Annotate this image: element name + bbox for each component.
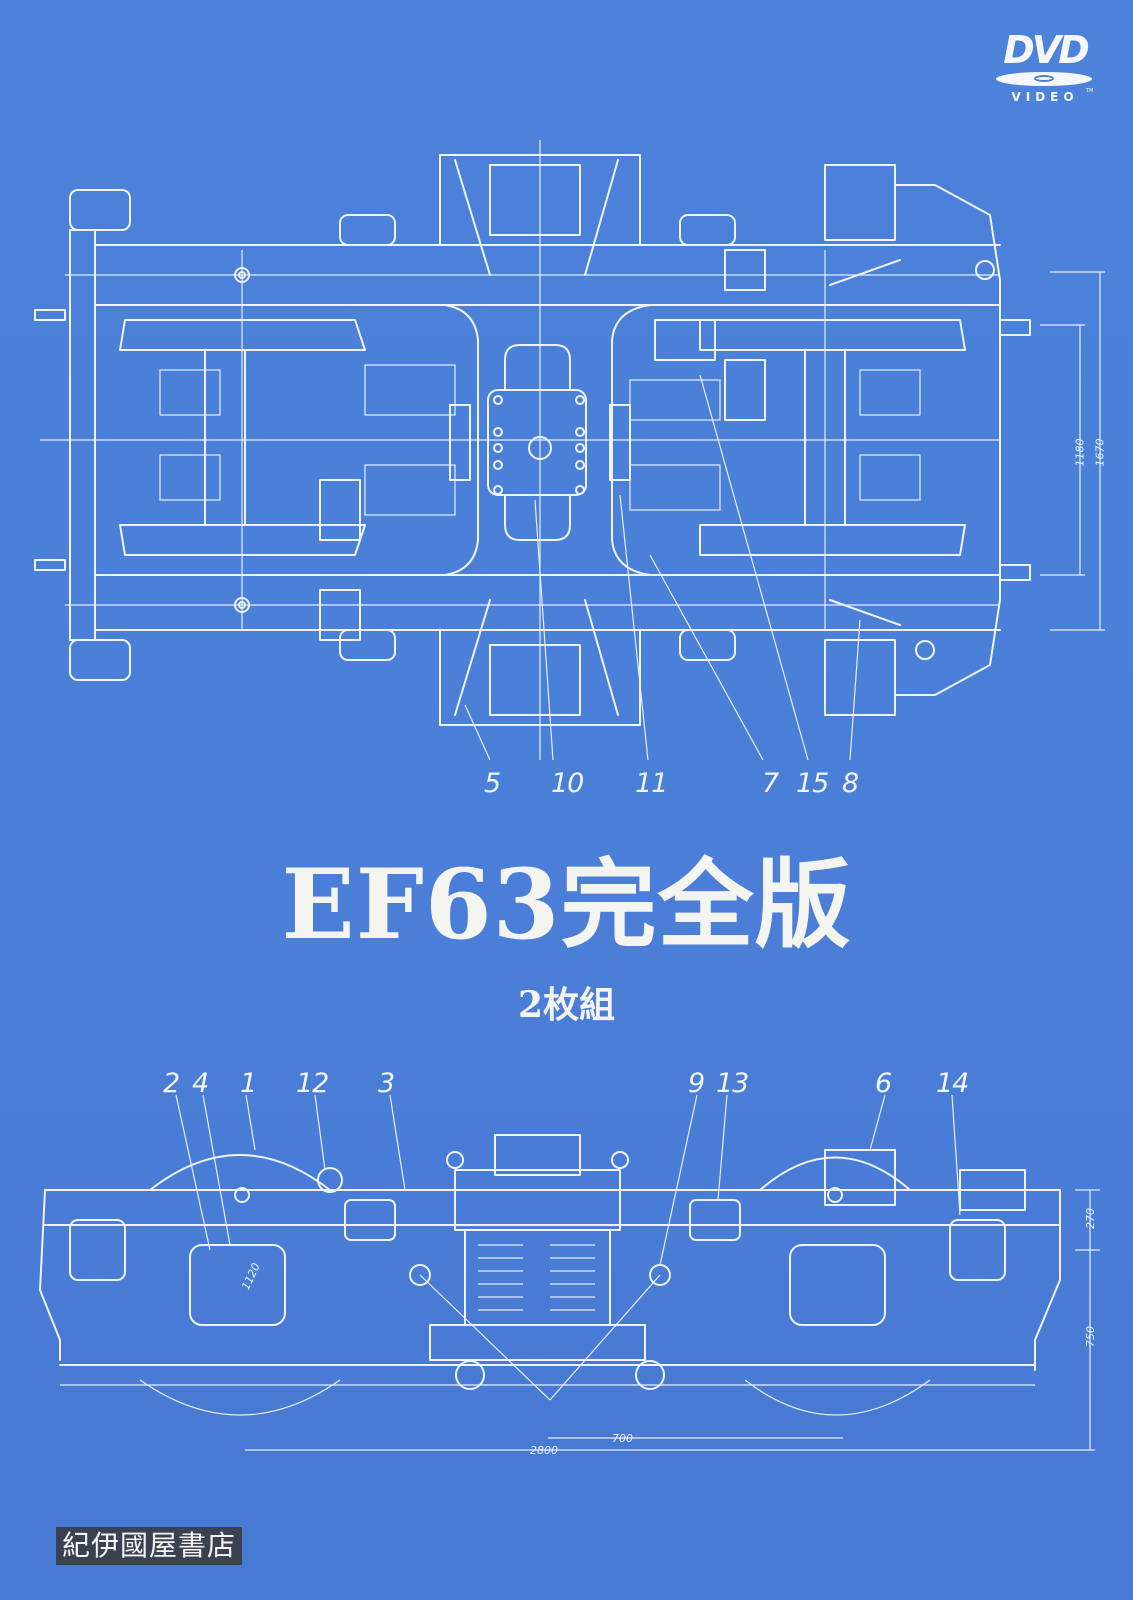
trademark-mark: TM bbox=[1086, 88, 1094, 94]
callout-10: 10 bbox=[551, 768, 584, 799]
bottom-blueprint-side-view bbox=[0, 1060, 1133, 1520]
callout-2: 2 bbox=[163, 1068, 180, 1099]
callout-14: 14 bbox=[936, 1068, 969, 1099]
publisher-logo: 紀伊國屋書店 bbox=[56, 1527, 243, 1565]
callout-12: 12 bbox=[296, 1068, 329, 1099]
disc-hole-icon bbox=[1034, 75, 1054, 82]
cover-title: EF63完全版 bbox=[281, 848, 852, 961]
cover-subtitle: 2枚組 bbox=[517, 984, 616, 1026]
callout-6: 6 bbox=[875, 1068, 892, 1099]
callout-11: 11 bbox=[635, 768, 668, 799]
dimension-750: 750 bbox=[1084, 1326, 1097, 1347]
dvd-logo-subtext: VIDEO bbox=[1011, 90, 1079, 104]
callout-15: 15 bbox=[796, 768, 829, 799]
dimension-700: 700 bbox=[612, 1432, 633, 1445]
dvd-video-logo-icon: DVD VIDEO TM bbox=[990, 30, 1100, 110]
dimension-270: 270 bbox=[1084, 1208, 1097, 1229]
callout-8: 8 bbox=[842, 768, 859, 799]
dimension-1180: 1180 bbox=[1073, 438, 1087, 467]
callout-9: 9 bbox=[688, 1068, 705, 1099]
callout-4: 4 bbox=[192, 1068, 209, 1099]
callout-5: 5 bbox=[484, 768, 501, 799]
dimension-2800: 2800 bbox=[530, 1444, 558, 1457]
callout-3: 3 bbox=[378, 1068, 395, 1099]
callout-7: 7 bbox=[762, 768, 779, 799]
dvd-logo-text: DVD bbox=[1003, 28, 1090, 72]
dimension-1670: 1670 bbox=[1093, 438, 1107, 467]
top-blueprint-plan-view bbox=[34, 140, 1105, 761]
callout-1: 1 bbox=[240, 1068, 257, 1099]
callout-13: 13 bbox=[716, 1068, 749, 1099]
